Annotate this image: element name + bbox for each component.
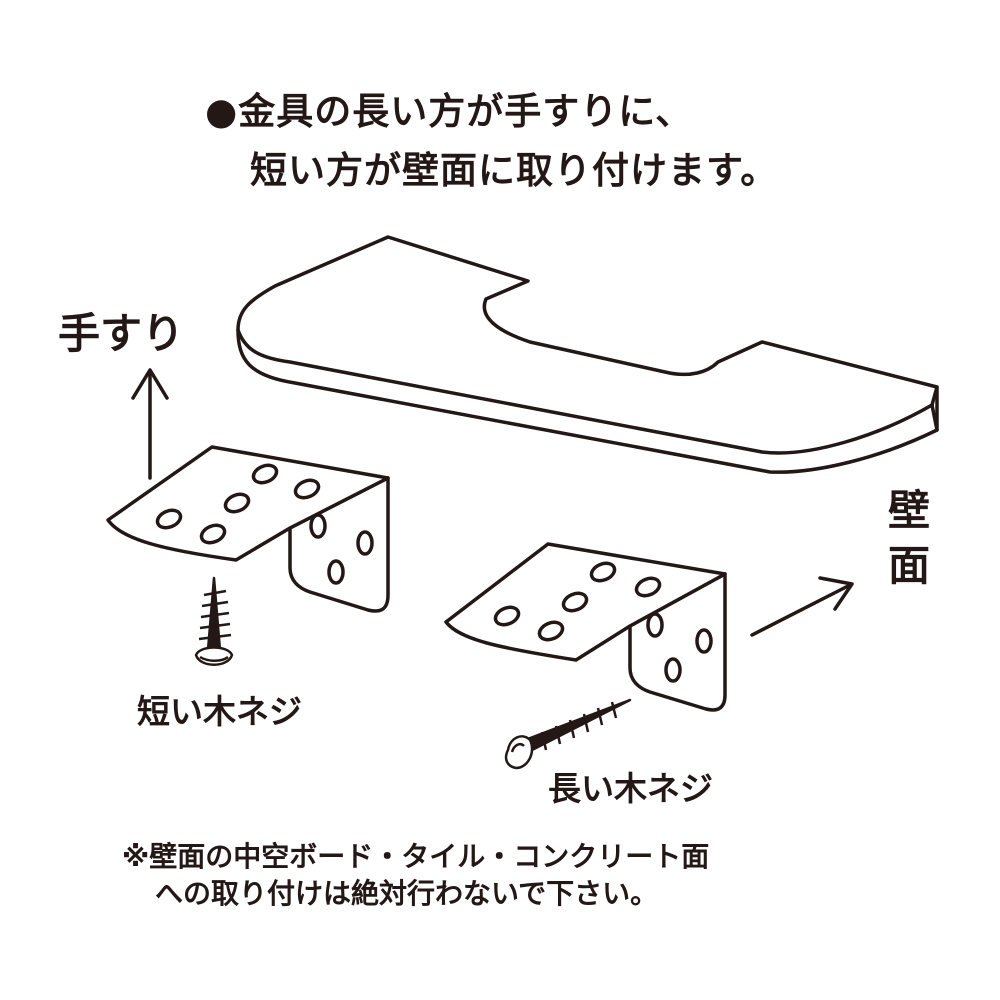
- handrail-label: 手すり: [58, 309, 185, 358]
- bracket-right: [444, 542, 727, 712]
- up-arrow-icon: [131, 368, 169, 480]
- wall-label-top: 壁: [888, 486, 931, 535]
- heading-line-1: ●金具の長い方が手すりに、: [205, 90, 694, 133]
- warning-note-line-1: ※壁面の中空ボード・タイル・コンクリート面: [122, 840, 710, 873]
- warning-note-line-2: への取り付けは絶対行わないで下さい。: [155, 877, 659, 910]
- wall-arrow-icon: [750, 576, 854, 637]
- long-screw-icon: [504, 698, 632, 770]
- long-screw-label: 長い木ネジ: [548, 769, 713, 808]
- handrail-board: [236, 235, 939, 474]
- bracket-left: [106, 445, 390, 613]
- wall-label-bottom: 面: [888, 541, 931, 590]
- short-screw-icon: [194, 576, 234, 666]
- short-screw-label: 短い木ネジ: [137, 692, 302, 731]
- heading-line-2: 短い方が壁面に取り付けます。: [250, 149, 779, 192]
